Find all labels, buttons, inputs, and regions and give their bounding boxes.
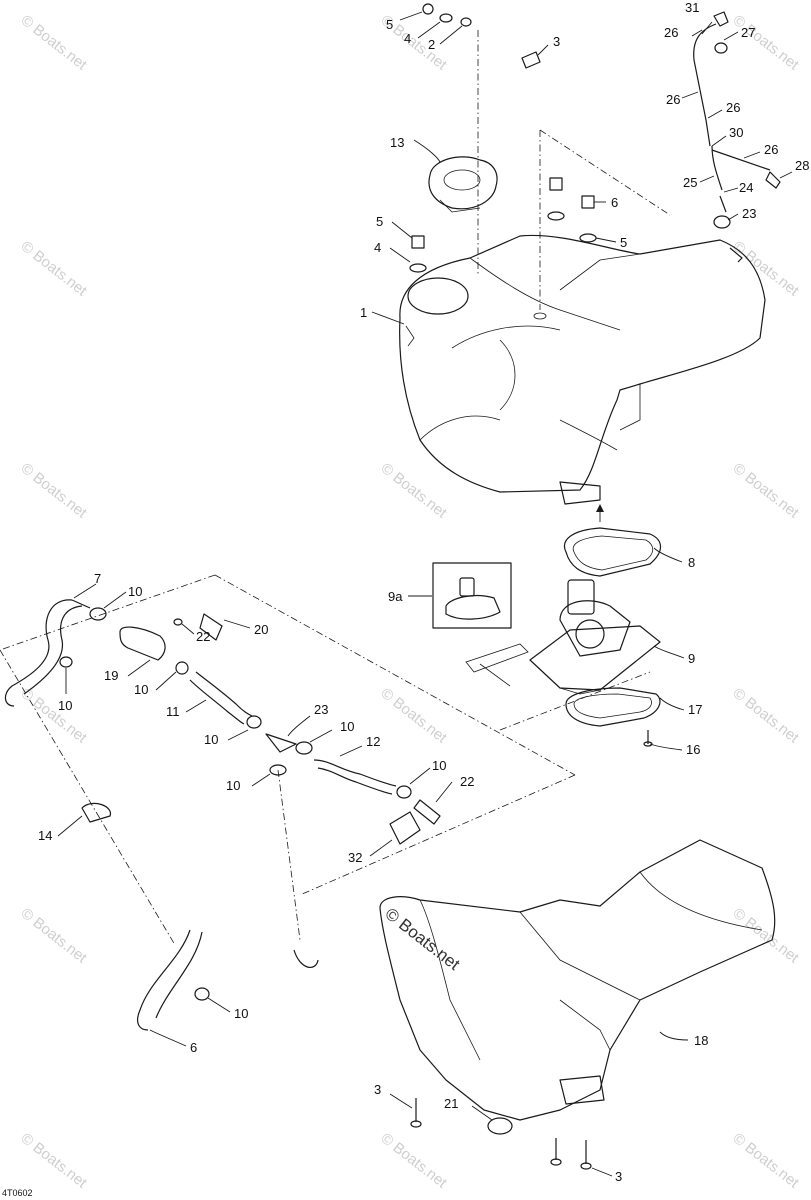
watermark: © Boats.net xyxy=(382,904,464,974)
callout-9a: 9a xyxy=(388,589,403,604)
watermark: © Boats.net xyxy=(730,1130,803,1192)
install-arrow xyxy=(596,504,604,522)
callout-29: 28 xyxy=(795,158,809,173)
pump-lower-gasket xyxy=(565,687,661,727)
watermark: © Boats.net xyxy=(730,685,803,747)
fuel-tank xyxy=(399,234,766,505)
callout-24: 23 xyxy=(742,206,756,221)
tank-fasteners xyxy=(409,3,597,273)
vent-line-assembly xyxy=(693,11,781,229)
callout-31: 31 xyxy=(685,0,699,15)
callout-10: 10 xyxy=(432,758,446,773)
callout-19: 20 xyxy=(254,622,268,637)
callout-26: 26 xyxy=(726,100,740,115)
watermark: © Boats.net xyxy=(730,12,803,74)
callout-28: 27 xyxy=(741,25,755,40)
callout-22: 22 xyxy=(460,774,474,789)
inset-sender xyxy=(432,562,512,629)
callout-10: 10 xyxy=(204,732,218,747)
callout-27: 26 xyxy=(666,92,680,107)
pump-gasket xyxy=(563,527,662,577)
callout-32: 32 xyxy=(348,850,362,865)
callout-30: 30 xyxy=(729,125,743,140)
watermark: © Boats.net xyxy=(378,1130,451,1192)
watermark: © Boats.net xyxy=(378,460,451,522)
callout-3: 3 xyxy=(553,34,560,49)
callout-5: 5 xyxy=(376,214,383,229)
callout-17: 18 xyxy=(694,1033,708,1048)
watermark: © Boats.net xyxy=(730,905,803,967)
callout-5: 6 xyxy=(611,195,618,210)
tank-tray xyxy=(379,839,776,1170)
watermark: © Boats.net xyxy=(18,685,91,747)
callout-10: 10 xyxy=(134,682,148,697)
callout-5: 5 xyxy=(386,17,393,32)
callout-9: 9 xyxy=(688,651,695,666)
callout-23: 23 xyxy=(314,702,328,717)
callout-21: 22 xyxy=(196,629,210,644)
callout-1: 1 xyxy=(360,305,367,320)
callout-16: 17 xyxy=(688,702,702,717)
callout-8: 8 xyxy=(688,555,695,570)
fuel-cap xyxy=(428,156,498,213)
watermark: © Boats.net xyxy=(18,12,91,74)
callout-14: 14 xyxy=(38,828,52,843)
fuel-pump-module xyxy=(465,579,661,695)
watermark: © Boats.net xyxy=(730,238,803,300)
callout-4: 4 xyxy=(404,31,411,46)
callout-4: 4 xyxy=(374,240,381,255)
callout-labels: 5 4 2 3 13 5 4 1 6 5 31 26 27 26 26 30 2… xyxy=(38,0,809,1184)
fuel-lines xyxy=(4,599,441,1031)
watermark: © Boats.net xyxy=(18,1130,91,1192)
callout-3: 3 xyxy=(615,1169,622,1184)
watermark: © Boats.net xyxy=(18,905,91,967)
watermark: © Boats.net xyxy=(730,460,803,522)
callout-7: 7 xyxy=(94,571,101,586)
callout-10: 10 xyxy=(340,719,354,734)
callout-26: 25 xyxy=(683,175,697,190)
callout-2: 2 xyxy=(428,37,435,52)
assembly-guide-lines xyxy=(0,30,671,946)
leader-lines xyxy=(57,11,793,1177)
callout-10: 10 xyxy=(234,1006,248,1021)
callout-10: 10 xyxy=(226,778,240,793)
callout-3: 3 xyxy=(374,1082,381,1097)
callout-10: 10 xyxy=(128,584,142,599)
callout-13: 13 xyxy=(390,135,404,150)
callout-4: 5 xyxy=(620,235,627,250)
screw-15 xyxy=(643,730,653,747)
callout-26: 26 xyxy=(664,25,678,40)
callout-12: 12 xyxy=(366,734,380,749)
callout-20: 21 xyxy=(444,1096,458,1111)
callout-26: 26 xyxy=(764,142,778,157)
watermark: © Boats.net xyxy=(18,238,91,300)
callout-25: 24 xyxy=(739,180,753,195)
callout-11: 11 xyxy=(166,704,180,719)
callout-15: 16 xyxy=(686,742,700,757)
diagram-code: 4T0602 xyxy=(2,1188,33,1198)
callout-6: 6 xyxy=(190,1040,197,1055)
callout-18: 19 xyxy=(104,668,118,683)
watermark: © Boats.net xyxy=(378,685,451,747)
callout-10: 10 xyxy=(58,698,72,713)
watermark: © Boats.net xyxy=(18,460,91,522)
